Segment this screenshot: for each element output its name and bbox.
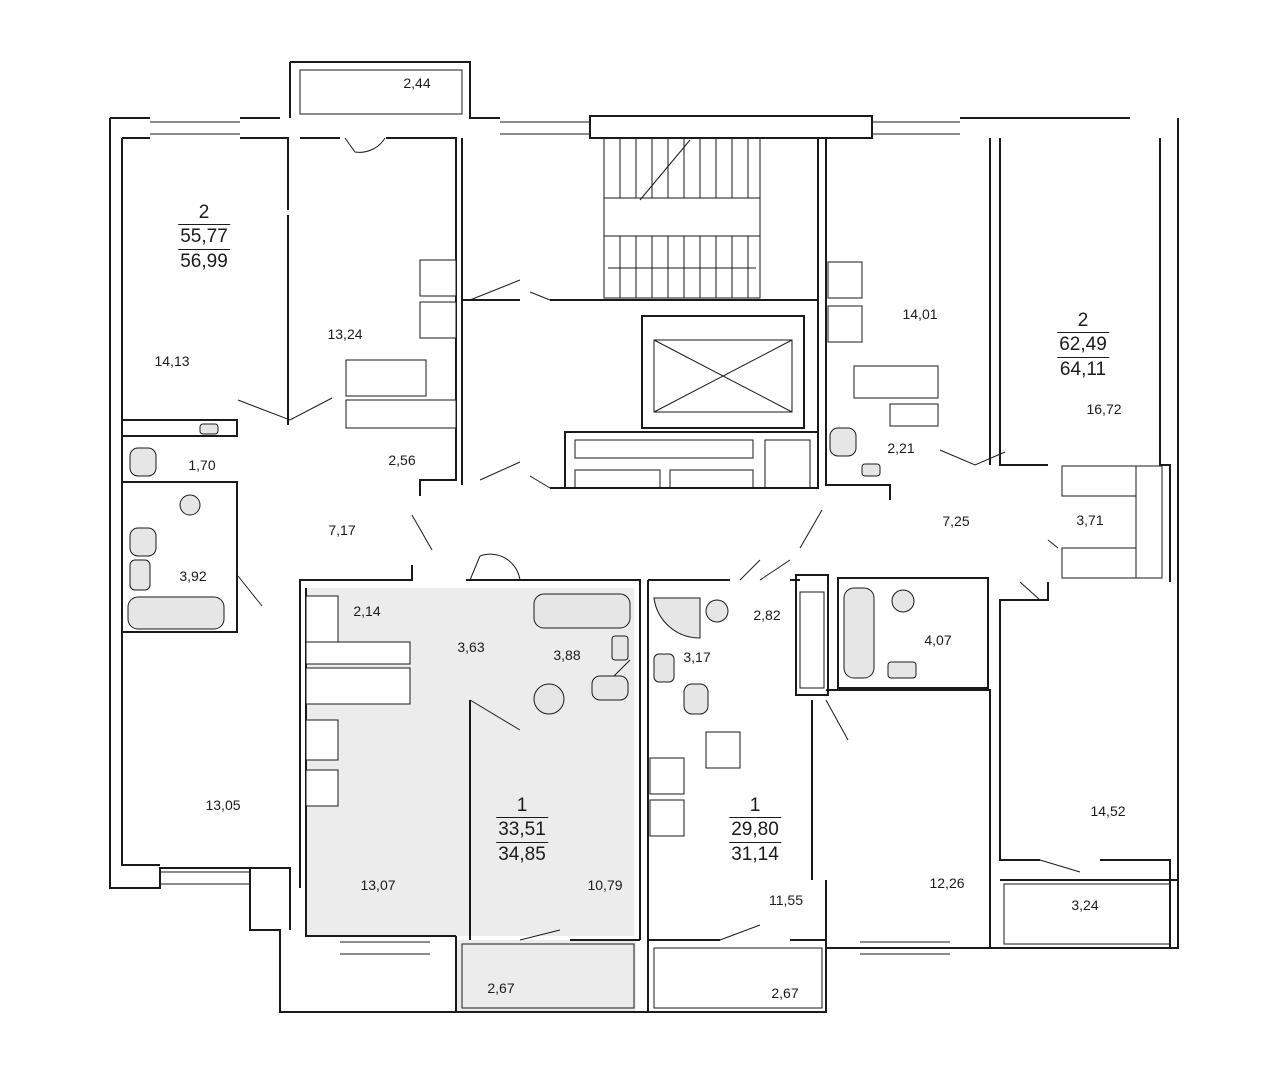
room-area-mid-balcony: 2,67: [487, 980, 515, 996]
elevator-shaft: [574, 339, 811, 489]
room-area-left-bath: 3,92: [179, 568, 207, 584]
room-area-mid-room: 10,79: [587, 877, 623, 893]
room-area-left-storage: 2,56: [388, 452, 416, 468]
room-area-mid-kitchen: 13,07: [360, 877, 396, 893]
balconies: [299, 69, 1171, 1009]
room-area-left-hall: 7,17: [328, 522, 356, 538]
apartment-rooms: 1: [749, 795, 761, 816]
room-area-center-hall: 2,82: [753, 607, 781, 623]
apartment-rooms: 2: [1077, 310, 1089, 331]
apartment-rooms: 2: [198, 202, 210, 223]
apartment-living-area: 29,80: [729, 817, 781, 843]
apartment-total-area: 31,14: [731, 844, 779, 865]
room-area-left-room: 13,05: [205, 797, 241, 813]
room-area-right-wc: 2,21: [887, 440, 915, 456]
room-area-left-bedroom: 14,13: [154, 353, 190, 369]
room-area-center-bath: 3,17: [683, 649, 711, 665]
apartment-living-area: 55,77: [178, 224, 230, 250]
room-area-balcony-top: 2,44: [403, 75, 431, 91]
windows: [150, 121, 960, 955]
plumbing-fixtures: [127, 423, 917, 715]
apartment-label-top-right: 2 62,49 64,11: [1057, 310, 1109, 382]
apartment-living-area: 33,51: [496, 817, 548, 843]
room-area-far-right-room: 14,52: [1090, 803, 1126, 819]
room-area-right-kitchen: 14,01: [902, 306, 938, 322]
apartment-total-area: 64,11: [1059, 359, 1107, 380]
room-area-mid-storage: 2,14: [353, 603, 381, 619]
room-area-left-kitchen: 13,24: [327, 326, 363, 342]
room-area-mid-hall: 3,63: [457, 639, 485, 655]
room-area-center-balcony: 2,67: [771, 985, 799, 1001]
room-area-right-balcony: 3,24: [1071, 897, 1099, 913]
room-area-mid-bath: 3,88: [553, 647, 581, 663]
door-swings: [237, 137, 1081, 941]
room-area-left-wc: 1,70: [188, 457, 216, 473]
room-area-right-hall: 7,25: [942, 513, 970, 529]
apartment-living-area: 62,49: [1057, 332, 1109, 358]
room-area-right-bath: 4,07: [924, 632, 952, 648]
apartment-total-area: 56,99: [180, 251, 228, 272]
kitchen-fixtures: [305, 259, 1163, 837]
room-area-right-wardrobe: 3,71: [1076, 512, 1104, 528]
room-area-right-room: 12,26: [929, 875, 965, 891]
room-area-center-room: 11,55: [769, 892, 803, 908]
apartment-label-top-left: 2 55,77 56,99: [178, 202, 230, 274]
apartment-total-area: 34,85: [498, 844, 546, 865]
stairs: [603, 137, 761, 299]
room-area-right-bedroom: 16,72: [1086, 401, 1122, 417]
walls: [109, 61, 1179, 1013]
apartment-label-bottom-center: 1 29,80 31,14: [729, 795, 781, 867]
apartment-label-bottom-mid: 1 33,51 34,85: [496, 795, 548, 867]
apartment-rooms: 1: [516, 795, 528, 816]
